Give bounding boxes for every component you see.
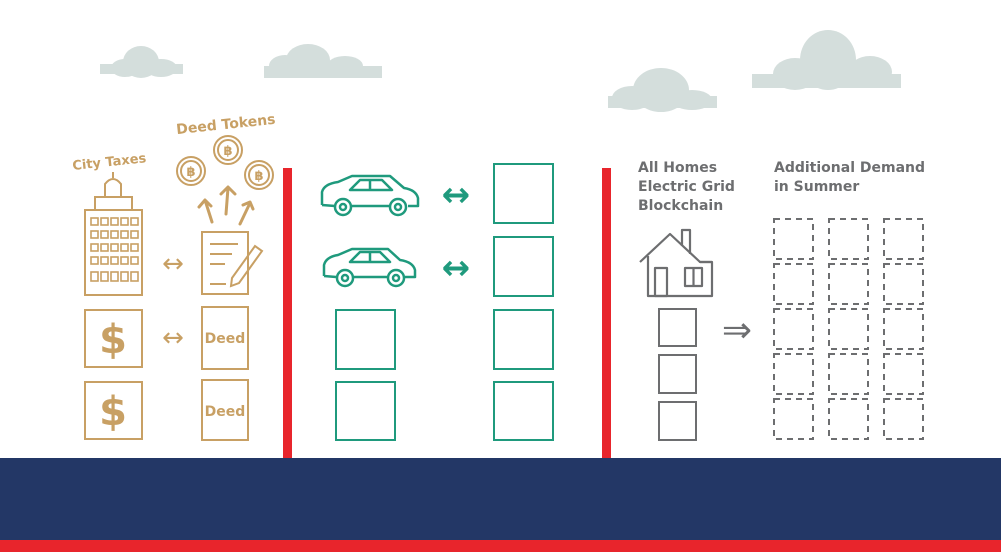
- double-arrow-icon: ↔: [442, 175, 471, 215]
- document-pen-icon: [201, 231, 264, 295]
- deed-label: Deed: [205, 404, 246, 420]
- dollar-symbol: $: [99, 389, 127, 435]
- dollar-symbol: $: [99, 317, 127, 363]
- dashed-box: [828, 308, 869, 350]
- divider-bar: [283, 168, 292, 458]
- dashed-box: [773, 263, 814, 305]
- all-homes-label: All Homes Electric Grid Blockchain: [638, 160, 740, 214]
- city-building-icon: [84, 172, 143, 296]
- token-symbol: ฿: [223, 144, 232, 159]
- gray-box: [658, 308, 697, 441]
- double-arrow-icon: ↔: [442, 248, 471, 288]
- dashed-box: [883, 218, 924, 260]
- dashed-box-grid: [773, 218, 924, 440]
- dashed-box: [883, 308, 924, 350]
- dollar-box-icon: [84, 309, 143, 440]
- deed-box-icon: [201, 306, 249, 441]
- car-icon: [320, 174, 420, 217]
- dashed-box: [828, 263, 869, 305]
- car-icon: [322, 247, 417, 288]
- double-arrow-icon: ↔: [162, 249, 184, 279]
- dashed-box: [883, 398, 924, 440]
- double-arrow-icon: ↔: [162, 323, 184, 353]
- token-symbol: ฿: [186, 165, 195, 180]
- divider-bar: [602, 168, 611, 458]
- footer-band: [0, 458, 1001, 540]
- cloud-icon: [264, 44, 382, 78]
- dashed-box: [773, 218, 814, 260]
- dashed-box: [828, 353, 869, 395]
- dashed-box: [883, 263, 924, 305]
- dashed-box: [773, 353, 814, 395]
- additional-demand-label: Additional Demand in Summer: [774, 160, 930, 195]
- up-arrows-icon: [197, 185, 255, 226]
- deed-tokens-label: Deed Tokens: [176, 112, 277, 138]
- city-taxes-label: City Taxes: [72, 151, 148, 174]
- dashed-box: [773, 398, 814, 440]
- cloud-icon: [752, 30, 901, 90]
- dashed-box: [828, 398, 869, 440]
- footer-stripe: [0, 540, 1001, 552]
- house-icon: [639, 228, 714, 298]
- dashed-box: [828, 218, 869, 260]
- right-arrow-icon: ⇒: [722, 310, 752, 351]
- dashed-box: [883, 353, 924, 395]
- teal-box: [335, 163, 554, 441]
- dashed-box: [773, 308, 814, 350]
- cloud-icon: [100, 46, 183, 78]
- deed-label: Deed: [205, 331, 246, 347]
- coin-icon: [176, 135, 274, 190]
- token-symbol: ฿: [254, 169, 263, 184]
- cloud-icon: [608, 68, 717, 112]
